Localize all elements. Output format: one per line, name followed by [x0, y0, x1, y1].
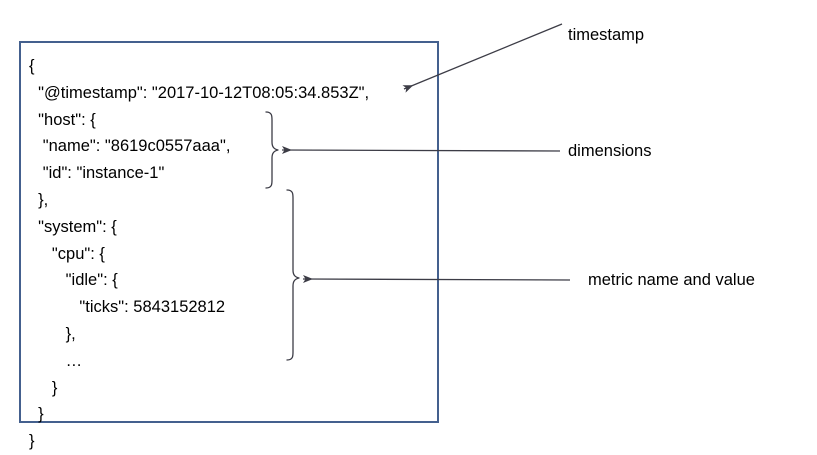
json-line-ellipsis: … — [29, 351, 83, 370]
json-line-system-close: } — [29, 405, 44, 424]
annotation-label-timestamp: timestamp — [568, 26, 645, 44]
json-line-ticks: "ticks": 5843152812 — [29, 298, 226, 317]
json-line-idle-close: }, — [29, 324, 76, 343]
diagram-canvas: { "@timestamp": "2017-10-12T08:05:34.853… — [19, 23, 755, 450]
json-line-host-open: "host": { — [29, 110, 96, 129]
annotation-label-metric: metric name and value — [588, 271, 755, 289]
json-line-root-close: } — [29, 432, 35, 451]
json-line: { — [29, 57, 35, 75]
annotation-label-dimensions: dimensions — [568, 142, 652, 160]
json-line-idle-open: "idle": { — [29, 271, 118, 290]
json-line-cpu-open: "cpu": { — [29, 244, 105, 263]
json-line-host-close: }, — [29, 190, 49, 209]
json-line-cpu-close: } — [29, 378, 58, 397]
json-line-host-id: "id": "instance-1" — [29, 164, 165, 183]
json-line-timestamp: "@timestamp": "2017-10-12T08:05:34.853Z"… — [29, 83, 370, 102]
json-line-system-open: "system": { — [29, 217, 117, 236]
json-code-block: { "@timestamp": "2017-10-12T08:05:34.853… — [29, 53, 433, 455]
json-line-host-name: "name": "8619c0557aaa", — [29, 137, 231, 156]
json-document-box: { "@timestamp": "2017-10-12T08:05:34.853… — [19, 41, 439, 450]
